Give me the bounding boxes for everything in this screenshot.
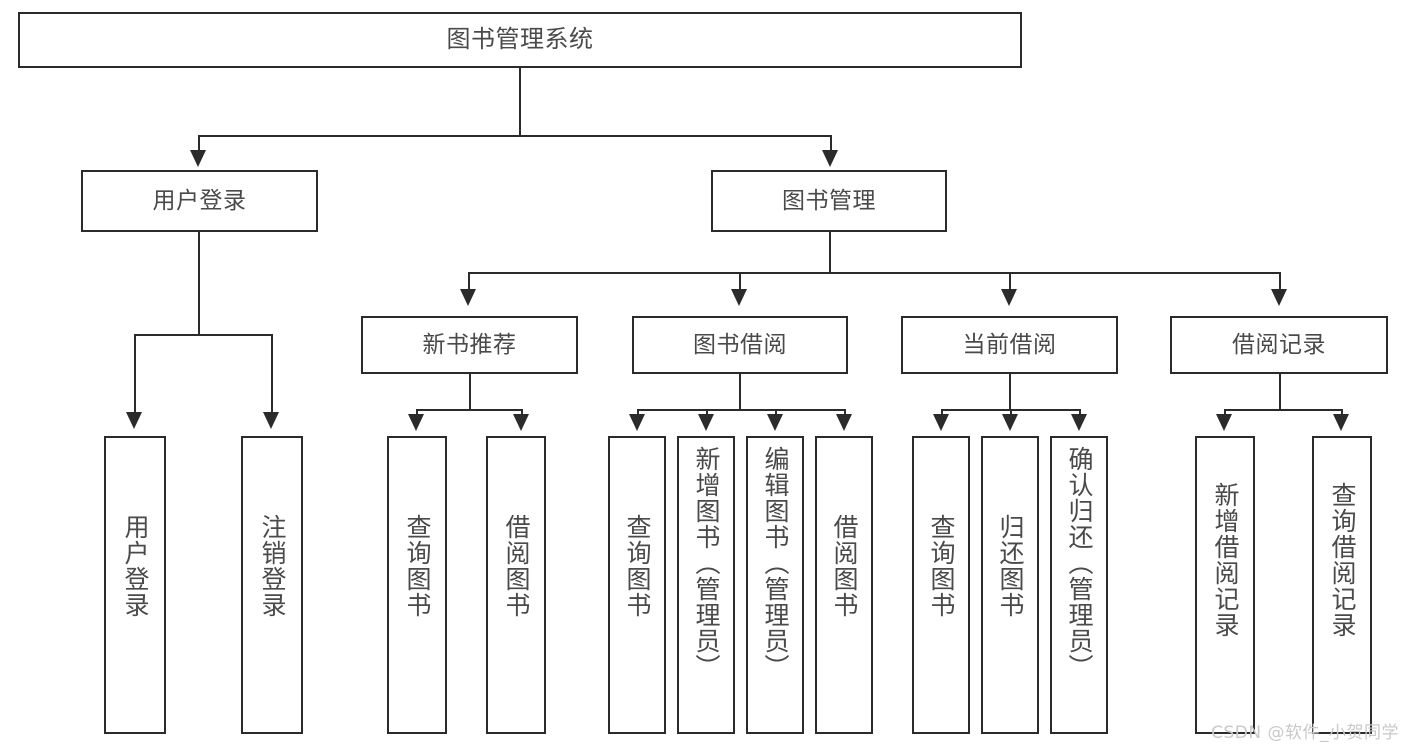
edge-borrow-record-bus — [1224, 409, 1342, 411]
node-label: 用户登录 — [121, 514, 150, 618]
node-root-book-management-system[interactable]: 图书管理系统 — [18, 12, 1022, 68]
node-label: 当前借阅 — [962, 331, 1057, 358]
arrow-book-borrow-leaf-1 — [629, 414, 645, 431]
leaf-query-books-recommend[interactable]: 查询图书 — [387, 436, 447, 734]
arrow-borrow-record-leaf-1 — [1216, 414, 1232, 431]
node-borrow-record[interactable]: 借阅记录 — [1170, 316, 1388, 374]
leaf-add-borrow-record[interactable]: 新增借阅记录 — [1195, 436, 1255, 734]
node-label: 查询图书 — [403, 514, 432, 618]
leaf-borrow-books-recommend[interactable]: 借阅图书 — [486, 436, 546, 734]
node-label: 查询借阅记录 — [1328, 482, 1357, 638]
node-book-borrow[interactable]: 图书借阅 — [632, 316, 848, 374]
leaf-confirm-return-admin[interactable]: 确认归还（管理员） — [1050, 436, 1108, 734]
edge-book-borrow-drop-1 — [637, 409, 639, 417]
arrow-current-borrow-leaf-2 — [1002, 414, 1018, 431]
edge-current-borrow-drop-3 — [1079, 409, 1081, 417]
node-user-login[interactable]: 用户登录 — [81, 170, 318, 232]
node-label: 借阅记录 — [1232, 331, 1326, 358]
edge-new-book-drop-1 — [416, 409, 418, 417]
edge-to-borrow-record — [1279, 272, 1281, 292]
edge-borrow-record-stem — [1279, 374, 1281, 410]
edge-root-stem — [519, 68, 521, 135]
node-label: 借阅图书 — [502, 514, 531, 618]
arrow-borrow-record-leaf-2 — [1333, 414, 1349, 431]
edge-to-user-login — [198, 135, 200, 153]
node-label: 查询图书 — [623, 514, 652, 618]
edge-book-borrow-drop-3 — [775, 409, 777, 417]
node-current-borrow[interactable]: 当前借阅 — [901, 316, 1118, 374]
arrow-user-login-leaf-2 — [263, 412, 279, 429]
arrow-new-book-leaf-1 — [408, 414, 424, 431]
edge-new-book-bus — [416, 409, 522, 411]
edge-current-borrow-drop-2 — [1010, 409, 1012, 417]
arrow-to-current-borrow — [1001, 289, 1017, 306]
edge-new-book-stem — [469, 374, 471, 410]
edge-root-bus — [198, 135, 831, 137]
edge-borrow-record-drop-2 — [1341, 409, 1343, 417]
arrow-to-book-management — [822, 150, 838, 167]
arrow-current-borrow-leaf-1 — [933, 414, 949, 431]
arrow-book-borrow-leaf-2 — [698, 414, 714, 431]
edge-to-book-management — [830, 135, 832, 153]
leaf-add-book-admin[interactable]: 新增图书（管理员） — [677, 436, 735, 734]
arrow-current-borrow-leaf-3 — [1071, 414, 1087, 431]
node-label: 确认归还（管理员） — [1065, 446, 1094, 680]
node-label: 图书管理系统 — [446, 25, 594, 54]
leaf-query-books-borrow[interactable]: 查询图书 — [608, 436, 666, 734]
edge-book-borrow-stem — [739, 374, 741, 410]
edge-book-management-stem — [829, 232, 831, 273]
edge-book-borrow-bus — [637, 409, 846, 411]
node-new-book-recommend[interactable]: 新书推荐 — [361, 316, 578, 374]
leaf-query-borrow-record[interactable]: 查询借阅记录 — [1312, 436, 1372, 734]
edge-to-current-borrow — [1009, 272, 1011, 292]
node-label: 借阅图书 — [830, 514, 859, 618]
leaf-query-books-current[interactable]: 查询图书 — [912, 436, 970, 734]
watermark: CSDN @软件_小贺同学 — [1211, 723, 1399, 743]
node-book-management[interactable]: 图书管理 — [711, 170, 947, 232]
node-label: 图书借阅 — [693, 331, 787, 358]
node-label: 图书管理 — [782, 187, 876, 214]
arrow-book-borrow-leaf-3 — [767, 414, 783, 431]
arrow-user-login-leaf-1 — [126, 412, 142, 429]
edge-level2-bus — [468, 272, 1280, 274]
arrow-book-borrow-leaf-4 — [836, 414, 852, 431]
node-label: 新增图书（管理员） — [692, 446, 721, 680]
arrow-new-book-leaf-2 — [513, 414, 529, 431]
edge-user-login-bus — [134, 334, 272, 336]
edge-book-borrow-drop-4 — [844, 409, 846, 417]
edge-borrow-record-drop-1 — [1224, 409, 1226, 417]
node-label: 用户登录 — [152, 187, 247, 214]
leaf-user-login[interactable]: 用户登录 — [104, 436, 166, 734]
node-label: 新增借阅记录 — [1211, 482, 1240, 638]
edge-current-borrow-stem — [1009, 374, 1011, 410]
leaf-logout[interactable]: 注销登录 — [241, 436, 303, 734]
node-label: 归还图书 — [996, 514, 1025, 618]
node-label: 注销登录 — [258, 514, 287, 618]
edge-to-book-borrow — [739, 272, 741, 292]
leaf-edit-book-admin[interactable]: 编辑图书（管理员） — [746, 436, 804, 734]
node-label: 查询图书 — [927, 514, 956, 618]
edge-user-login-drop-1 — [134, 334, 136, 416]
edge-new-book-drop-2 — [521, 409, 523, 417]
edge-to-new-book — [468, 272, 470, 292]
arrow-to-new-book — [460, 289, 476, 306]
leaf-borrow-books[interactable]: 借阅图书 — [815, 436, 873, 734]
edge-current-borrow-drop-1 — [941, 409, 943, 417]
arrow-to-borrow-record — [1271, 289, 1287, 306]
node-label: 编辑图书（管理员） — [761, 446, 790, 680]
node-label: 新书推荐 — [422, 331, 517, 358]
arrow-to-book-borrow — [731, 289, 747, 306]
edge-user-login-stem — [198, 232, 200, 334]
edge-book-borrow-drop-2 — [706, 409, 708, 417]
leaf-return-books[interactable]: 归还图书 — [981, 436, 1039, 734]
arrow-to-user-login — [190, 150, 206, 167]
edge-user-login-drop-2 — [271, 334, 273, 416]
